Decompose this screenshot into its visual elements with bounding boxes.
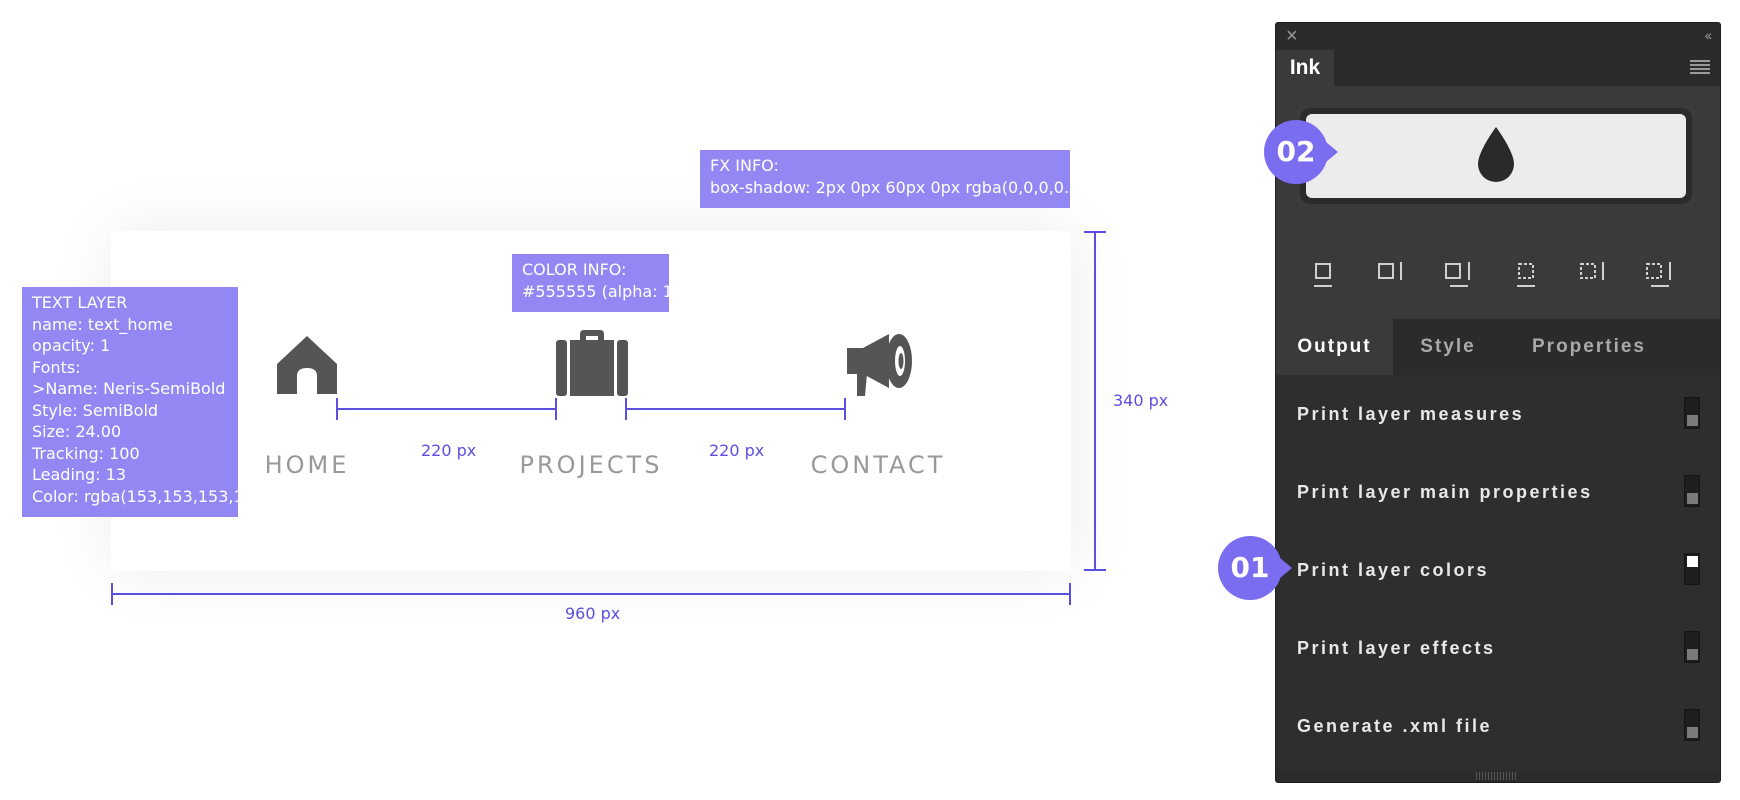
info-line: Style: SemiBold [32,400,159,420]
spacing-tick [555,398,557,420]
toggle-print-layer-effects[interactable] [1684,631,1700,663]
option-label: Print layer main properties [1297,482,1593,502]
width-tick [111,583,113,605]
collapse-icon[interactable]: ‹‹ [1704,27,1712,43]
spacing-tick [336,398,338,420]
option-label: Generate .xml file [1297,716,1493,736]
toggle-print-layer-measures[interactable] [1684,397,1700,429]
option-print-layer-effects: Print layer effects [1276,609,1720,687]
option-label: Print layer measures [1297,404,1525,424]
width-label: 960 px [565,604,621,623]
spacing-line-2 [625,408,846,410]
width-tick [1069,583,1071,605]
badge-01: 01 [1218,536,1292,600]
height-label: 340 px [1113,391,1169,410]
option-label: Print layer effects [1297,638,1496,658]
ink-preview-inner[interactable] [1306,114,1686,198]
panel-resize-bar[interactable] [1276,770,1720,782]
spacing-tick [625,398,627,420]
info-line: Size: 24.00 [32,422,122,441]
height-tick [1084,569,1106,571]
ink-preview [1300,108,1692,204]
panel-tabbar: Ink [1276,50,1720,86]
align-bottom-icon[interactable] [1305,258,1341,298]
width-line [111,593,1071,595]
info-line: Tracking: 100 [32,443,140,463]
tab-output[interactable]: Output [1276,319,1393,375]
spacing-tick [844,398,846,420]
info-line: >Name: Neris-SemiBold [32,379,226,398]
option-generate-xml: Generate .xml file [1276,687,1720,765]
section-tabs: Output Style Properties [1276,319,1720,375]
spacing-label-1: 220 px [421,441,477,460]
height-line [1094,231,1096,571]
spacing-label-2: 220 px [709,441,765,460]
nav-label-contact[interactable]: CONTACT [810,451,946,479]
ink-panel: × ‹‹ Ink [1275,22,1721,783]
close-icon[interactable]: × [1286,25,1298,47]
toggle-print-layer-colors[interactable] [1684,553,1700,585]
tab-style[interactable]: Style [1420,336,1476,357]
nav-label-projects[interactable]: PROJECTS [519,451,663,479]
menu-icon[interactable] [1690,60,1710,76]
fx-info-box: FX INFO: box-shadow: 2px 0px 60px 0px rg… [700,150,1096,208]
align-right-filled-icon[interactable] [1441,258,1477,298]
info-line: name: text_home [32,314,173,334]
toggle-generate-xml[interactable] [1684,709,1700,741]
info-line: TEXT LAYER [32,293,128,312]
home-icon [277,336,337,394]
tab-ink[interactable]: Ink [1276,50,1334,86]
option-print-layer-main-properties: Print layer main properties [1276,453,1720,531]
height-tick [1084,231,1106,233]
align-right-icon[interactable] [1373,258,1409,298]
output-options: Print layer measures Print layer main pr… [1276,375,1720,782]
dashed-right-icon[interactable] [1575,258,1611,298]
resize-grip-icon[interactable] [1476,772,1516,780]
info-line: COLOR INFO: [522,260,627,279]
ink-drop-icon [1478,127,1514,182]
color-info-box: COLOR INFO: #555555 (alpha: 1) [512,254,680,312]
option-print-layer-measures: Print layer measures [1276,375,1720,453]
nav-label-home[interactable]: HOME [264,451,350,479]
dashed-bottom-icon[interactable] [1508,258,1544,298]
option-print-layer-colors: Print layer colors [1276,531,1720,609]
tools-row [1276,258,1720,308]
dashed-right-alt-icon[interactable] [1642,258,1678,298]
info-line: Fonts: [32,357,81,377]
info-line: Leading: 13 [32,465,127,484]
megaphone-icon [847,334,912,396]
toggle-print-layer-main-properties[interactable] [1684,475,1700,507]
text-layer-info-box: TEXT LAYER name: text_home opacity: 1 Fo… [22,287,250,517]
badge-02: 02 [1264,120,1338,184]
info-line: Color: rgba(153,153,153,1) [32,486,250,506]
info-line: #555555 (alpha: 1) [522,281,680,301]
info-line: opacity: 1 [32,336,111,355]
option-label: Print layer colors [1297,560,1490,580]
tab-properties[interactable]: Properties [1532,336,1646,357]
info-line: FX INFO: [710,156,779,175]
briefcase-icon [556,330,628,396]
panel-titlebar: × ‹‹ [1276,23,1720,50]
info-line: box-shadow: 2px 0px 60px 0px rgba(0,0,0,… [710,177,1096,197]
spacing-line-1 [336,408,557,410]
